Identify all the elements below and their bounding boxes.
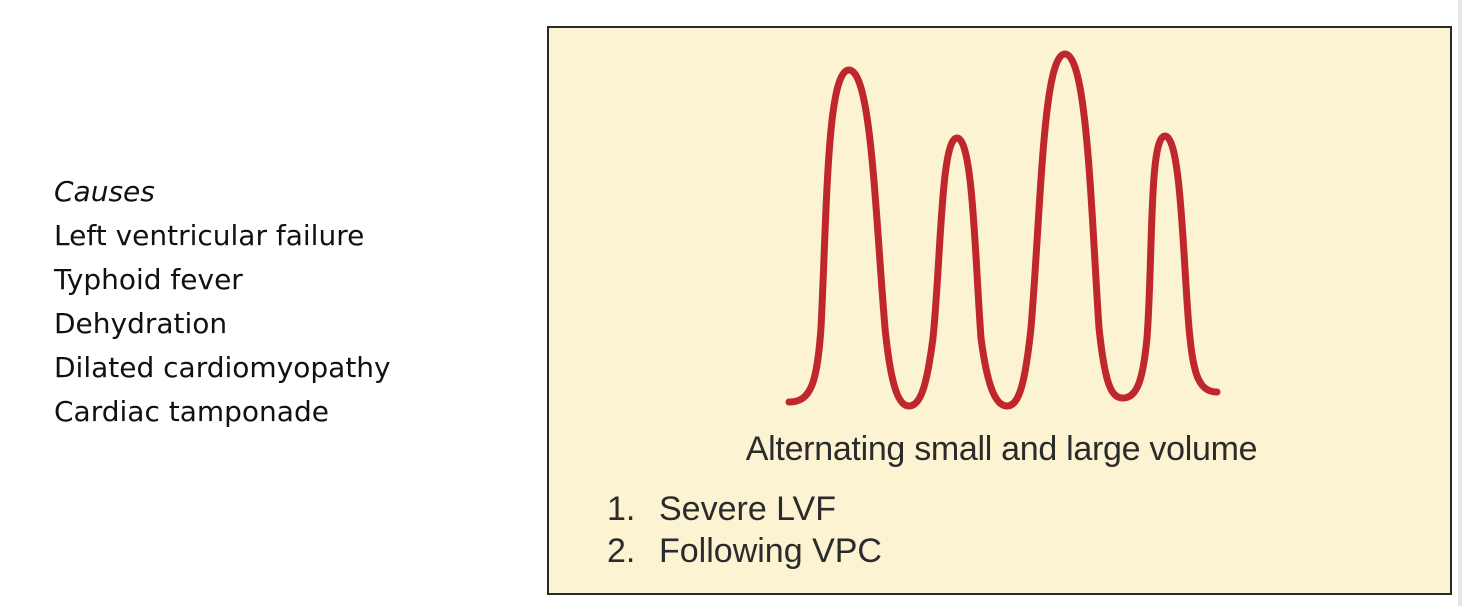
cause-item: Cardiac tamponade [54,395,329,428]
pulsus-alternans-figure: Alternating small and large volume 1. Sev… [547,26,1452,595]
page-edge-divider [1458,0,1462,606]
figure-points: 1. Severe LVF 2. Following VPC [607,488,882,572]
figure-point: 1. Severe LVF [607,488,882,530]
pulse-waveform-line [785,50,1221,410]
point-number: 1. [607,490,636,528]
figure-point: 2. Following VPC [607,530,882,572]
point-text: Severe LVF [659,490,837,528]
point-text: Following VPC [659,532,882,570]
cause-item: Dilated cardiomyopathy [54,351,391,384]
cause-item: Typhoid fever [54,263,243,296]
cause-item: Dehydration [54,307,228,340]
point-number: 2. [607,532,636,570]
causes-list: Causes Left ventricular failure Typhoid … [54,170,391,434]
pulse-waveform [785,50,1221,410]
figure-caption: Alternating small and large volume [745,430,1258,468]
causes-heading: Causes [54,175,155,208]
cause-item: Left ventricular failure [54,219,365,252]
